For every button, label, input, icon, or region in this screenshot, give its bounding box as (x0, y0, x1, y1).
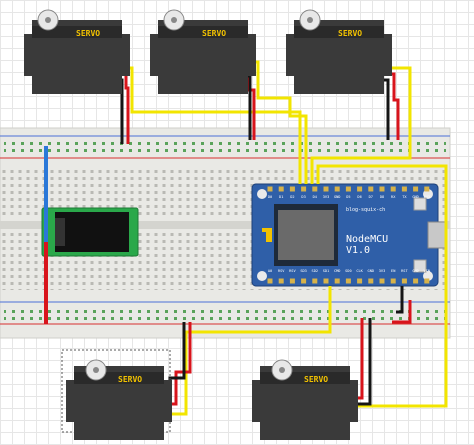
bottom-pin (289, 278, 295, 284)
bottom-pin (424, 278, 430, 284)
top-pin-label: D6 (357, 195, 361, 199)
top-pin-label: GND (412, 195, 419, 199)
top-pin-label: 3V3 (323, 195, 330, 199)
bottom-pin (413, 278, 419, 284)
usb-port-icon (427, 221, 447, 249)
bottom-pin (345, 278, 351, 284)
signal-wires (122, 60, 448, 416)
top-pin-row (267, 186, 430, 192)
top-pin (390, 186, 396, 192)
wire-signal-servo-4 (168, 286, 332, 416)
top-pin-labels: D0 D1 D2 D3 D4 3V3 GND D5 D6 D7 D8 RX TX GND 3V3 (268, 195, 430, 199)
servo-label: SERVO (304, 375, 328, 384)
bottom-pin-label: GND (368, 269, 375, 273)
top-pin-label: TX (402, 195, 407, 199)
top-pin-label: GND (334, 195, 341, 199)
top-pin (357, 186, 363, 192)
top-pin (334, 186, 340, 192)
center-channel (0, 221, 450, 229)
bottom-pin-label: GND (412, 269, 419, 273)
bottom-pin-label: RSV (278, 269, 285, 273)
top-pin-label: D1 (279, 195, 283, 199)
servo-4: SERVO (61, 349, 172, 440)
top-pin-label: RX (391, 195, 396, 199)
top-pin (401, 186, 407, 192)
bottom-pin-label: SD0 (345, 269, 352, 273)
bottom-pin-label: RSV (289, 269, 296, 273)
board-buttons (413, 197, 427, 273)
bottom-pin (401, 278, 407, 284)
wire-signal-servo-2 (246, 60, 308, 184)
bottom-pin (323, 278, 329, 284)
bottom-pin-label: EN (391, 269, 395, 273)
top-pin (289, 186, 295, 192)
nodemcu-board: NodeMCU V1.0 blog-squix-ch D0 D1 D2 D3 D4 3V3… (251, 183, 447, 287)
servo-2: SERVO (150, 9, 256, 94)
bottom-pin (379, 278, 385, 284)
wifi-antenna-icon (262, 228, 272, 242)
bottom-pin (267, 278, 273, 284)
top-pin-label: D8 (380, 195, 384, 199)
bottom-pin-label: A0 (268, 269, 272, 273)
bottom-pin-label: SD2 (312, 269, 319, 273)
wire-ground-board (396, 286, 404, 314)
bottom-pin (312, 278, 318, 284)
top-pin-label: D0 (268, 195, 272, 199)
top-pin (368, 186, 374, 192)
bottom-pin-row (267, 278, 430, 284)
top-pin (301, 186, 307, 192)
top-pin-label: D2 (290, 195, 294, 199)
servo-3: SERVO (286, 9, 392, 94)
bottom-pin-label: SD1 (323, 269, 330, 273)
board-mounting-holes (257, 189, 433, 281)
bottom-pin-label: RST (401, 269, 408, 273)
top-pin-label: D3 (301, 195, 305, 199)
bottom-pin-label: SD3 (300, 269, 307, 273)
top-pin (424, 186, 430, 192)
top-pin (345, 186, 351, 192)
bottom-pin-label: 3V3 (379, 269, 386, 273)
servo-label: SERVO (202, 29, 226, 38)
top-pin (267, 186, 273, 192)
board-version: V1.0 (346, 245, 370, 256)
bottom-pin (334, 278, 340, 284)
dc-jack-module (41, 207, 139, 257)
wire-power-vin (392, 300, 412, 324)
bottom-pin (368, 278, 374, 284)
bottom-pin (390, 278, 396, 284)
bottom-pin-label: CLK (356, 269, 363, 273)
top-pin-label: D5 (346, 195, 350, 199)
bottom-pin-label: CMD (334, 269, 341, 273)
dc-jack-icon (55, 212, 129, 252)
bottom-pin (301, 278, 307, 284)
top-power-rail (0, 135, 450, 159)
board-title: NodeMCU (346, 234, 388, 245)
top-pin (278, 186, 284, 192)
bottom-pin-labels: A0 RSV RSV SD3 SD2 SD1 CMD SD0 CLK GND 3V3 EN RST GND… (268, 269, 430, 273)
bottom-power-rail (0, 301, 450, 325)
bottom-pin-label: VIN (424, 269, 431, 273)
servo-1: SERVO (24, 9, 130, 94)
top-pin (323, 186, 329, 192)
servo-5: SERVO (252, 359, 358, 440)
servo-label: SERVO (76, 29, 100, 38)
top-pin (413, 186, 419, 192)
servo-label: SERVO (338, 29, 362, 38)
board-url: blog-squix-ch (346, 207, 385, 213)
wire-signal-servo-5 (316, 164, 448, 408)
top-pin (379, 186, 385, 192)
bottom-pin (357, 278, 363, 284)
top-pin-label: D7 (369, 195, 373, 199)
top-pin-label: D4 (313, 195, 317, 199)
wire-signal-servo-3 (310, 66, 412, 184)
esp-module (274, 204, 338, 266)
top-pin-label: 3V3 (424, 195, 431, 199)
servo-label: SERVO (118, 375, 142, 384)
top-pin (312, 186, 318, 192)
bottom-pin (278, 278, 284, 284)
